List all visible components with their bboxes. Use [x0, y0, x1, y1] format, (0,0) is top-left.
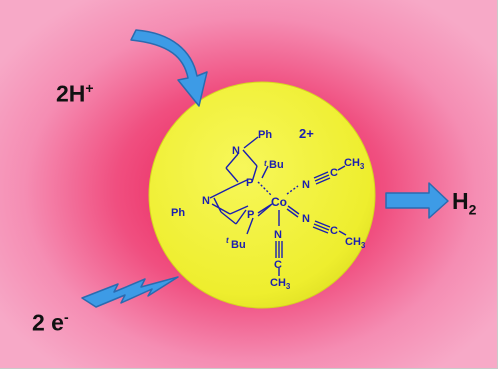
methyl-upper-label: CH3	[344, 157, 365, 171]
charge-label: 2+	[299, 126, 314, 141]
nitrogen-upper-ligand-label: N	[302, 179, 310, 191]
cobalt-label: Co	[271, 195, 287, 209]
carbon-upper-ligand-label: C	[330, 167, 338, 179]
phenyl-top-label: Ph	[258, 129, 272, 141]
hydrogen-text: H	[452, 188, 469, 214]
nitrogen-bottom-ligand-label: N	[274, 229, 282, 241]
phosphorus-top-label: P	[246, 177, 253, 189]
hydrogen-label: H2	[452, 188, 476, 218]
molecule-bonds	[209, 136, 347, 276]
methyl-bottom-label: CH3	[270, 277, 291, 291]
tert-top-prefix: t	[264, 159, 267, 168]
electrons-label: 2 e-	[32, 309, 69, 337]
lightning-bolt-icon	[81, 276, 179, 308]
nitrogen-top-label: N	[232, 145, 240, 157]
electrons-charge: -	[63, 309, 69, 325]
tert-bottom-prefix: t	[226, 236, 229, 245]
carbon-bottom-ligand-label: C	[274, 259, 282, 271]
protons-charge: +	[85, 80, 94, 96]
nitrogen-left-label: N	[202, 195, 210, 207]
phenyl-left-label: Ph	[171, 207, 185, 219]
hydrogen-arrow-icon	[385, 182, 449, 219]
protons-label: 2H+	[56, 80, 94, 108]
butyl-bottom-label: Bu	[231, 239, 246, 251]
phosphorus-bottom-label: P	[247, 209, 254, 221]
electrons-text: 2 e	[32, 309, 64, 336]
proton-arrow-icon	[130, 29, 208, 107]
methyl-lower-label: CH3	[345, 236, 366, 250]
protons-text: 2H	[56, 80, 86, 107]
catalyst-sphere	[148, 81, 376, 309]
carbon-lower-ligand-label: C	[330, 225, 338, 237]
butyl-top-label: Bu	[269, 159, 284, 171]
nitrogen-lower-ligand-label: N	[302, 213, 310, 225]
hydrogen-subscript: 2	[468, 201, 477, 218]
molecule-labels: 2+ N Ph P t Bu N Ph Co P t Bu N C CH3 N …	[171, 126, 366, 291]
